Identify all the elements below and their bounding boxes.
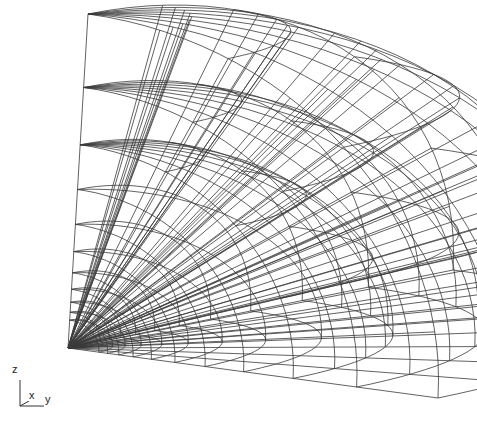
mesh-line bbox=[68, 148, 431, 348]
mesh-line bbox=[68, 33, 335, 348]
mesh-line bbox=[68, 107, 453, 348]
mesh-line bbox=[68, 98, 290, 348]
mesh-line bbox=[68, 10, 234, 348]
mesh-line bbox=[68, 50, 377, 348]
mesh-line bbox=[68, 270, 453, 348]
mesh-line bbox=[68, 5, 163, 348]
mesh-line bbox=[68, 32, 291, 348]
mesh-line bbox=[68, 159, 477, 349]
mesh-line bbox=[68, 98, 399, 348]
z-axis bbox=[20, 380, 21, 406]
mesh-line bbox=[283, 121, 373, 192]
mesh-line bbox=[68, 14, 259, 348]
mesh-line bbox=[68, 89, 328, 348]
mesh-line bbox=[68, 171, 477, 348]
mesh-line bbox=[68, 41, 361, 348]
mesh-line bbox=[68, 346, 477, 348]
mesh-line bbox=[68, 311, 477, 348]
mesh-line bbox=[68, 348, 477, 382]
mesh-line bbox=[68, 27, 299, 348]
mesh-line bbox=[68, 206, 450, 348]
mesh-line bbox=[68, 348, 438, 398]
mesh-line bbox=[68, 231, 477, 348]
axis-label: z bbox=[11, 364, 19, 375]
y-axis bbox=[20, 406, 44, 407]
mesh-line bbox=[88, 14, 477, 382]
mesh-line bbox=[68, 348, 477, 364]
mesh-lines bbox=[68, 5, 477, 398]
mesh-line bbox=[344, 57, 460, 148]
mesh-line bbox=[68, 19, 277, 348]
mesh-line bbox=[68, 328, 477, 348]
mesh-line bbox=[68, 295, 477, 348]
mesh-line bbox=[68, 86, 454, 348]
mesh-line bbox=[68, 74, 434, 348]
x-axis bbox=[20, 401, 29, 406]
mesh-line bbox=[88, 14, 477, 364]
axis-triad bbox=[20, 380, 44, 406]
axis-label: y bbox=[44, 394, 52, 405]
mesh-line bbox=[68, 10, 185, 348]
mesh-line bbox=[68, 65, 400, 348]
mesh-line bbox=[68, 247, 477, 349]
mesh-line bbox=[68, 57, 354, 348]
mesh-line bbox=[68, 25, 288, 348]
mesh-line bbox=[68, 7, 175, 348]
axis-label: x bbox=[28, 390, 36, 401]
mesh-line bbox=[68, 161, 477, 348]
mesh-line bbox=[68, 217, 477, 348]
